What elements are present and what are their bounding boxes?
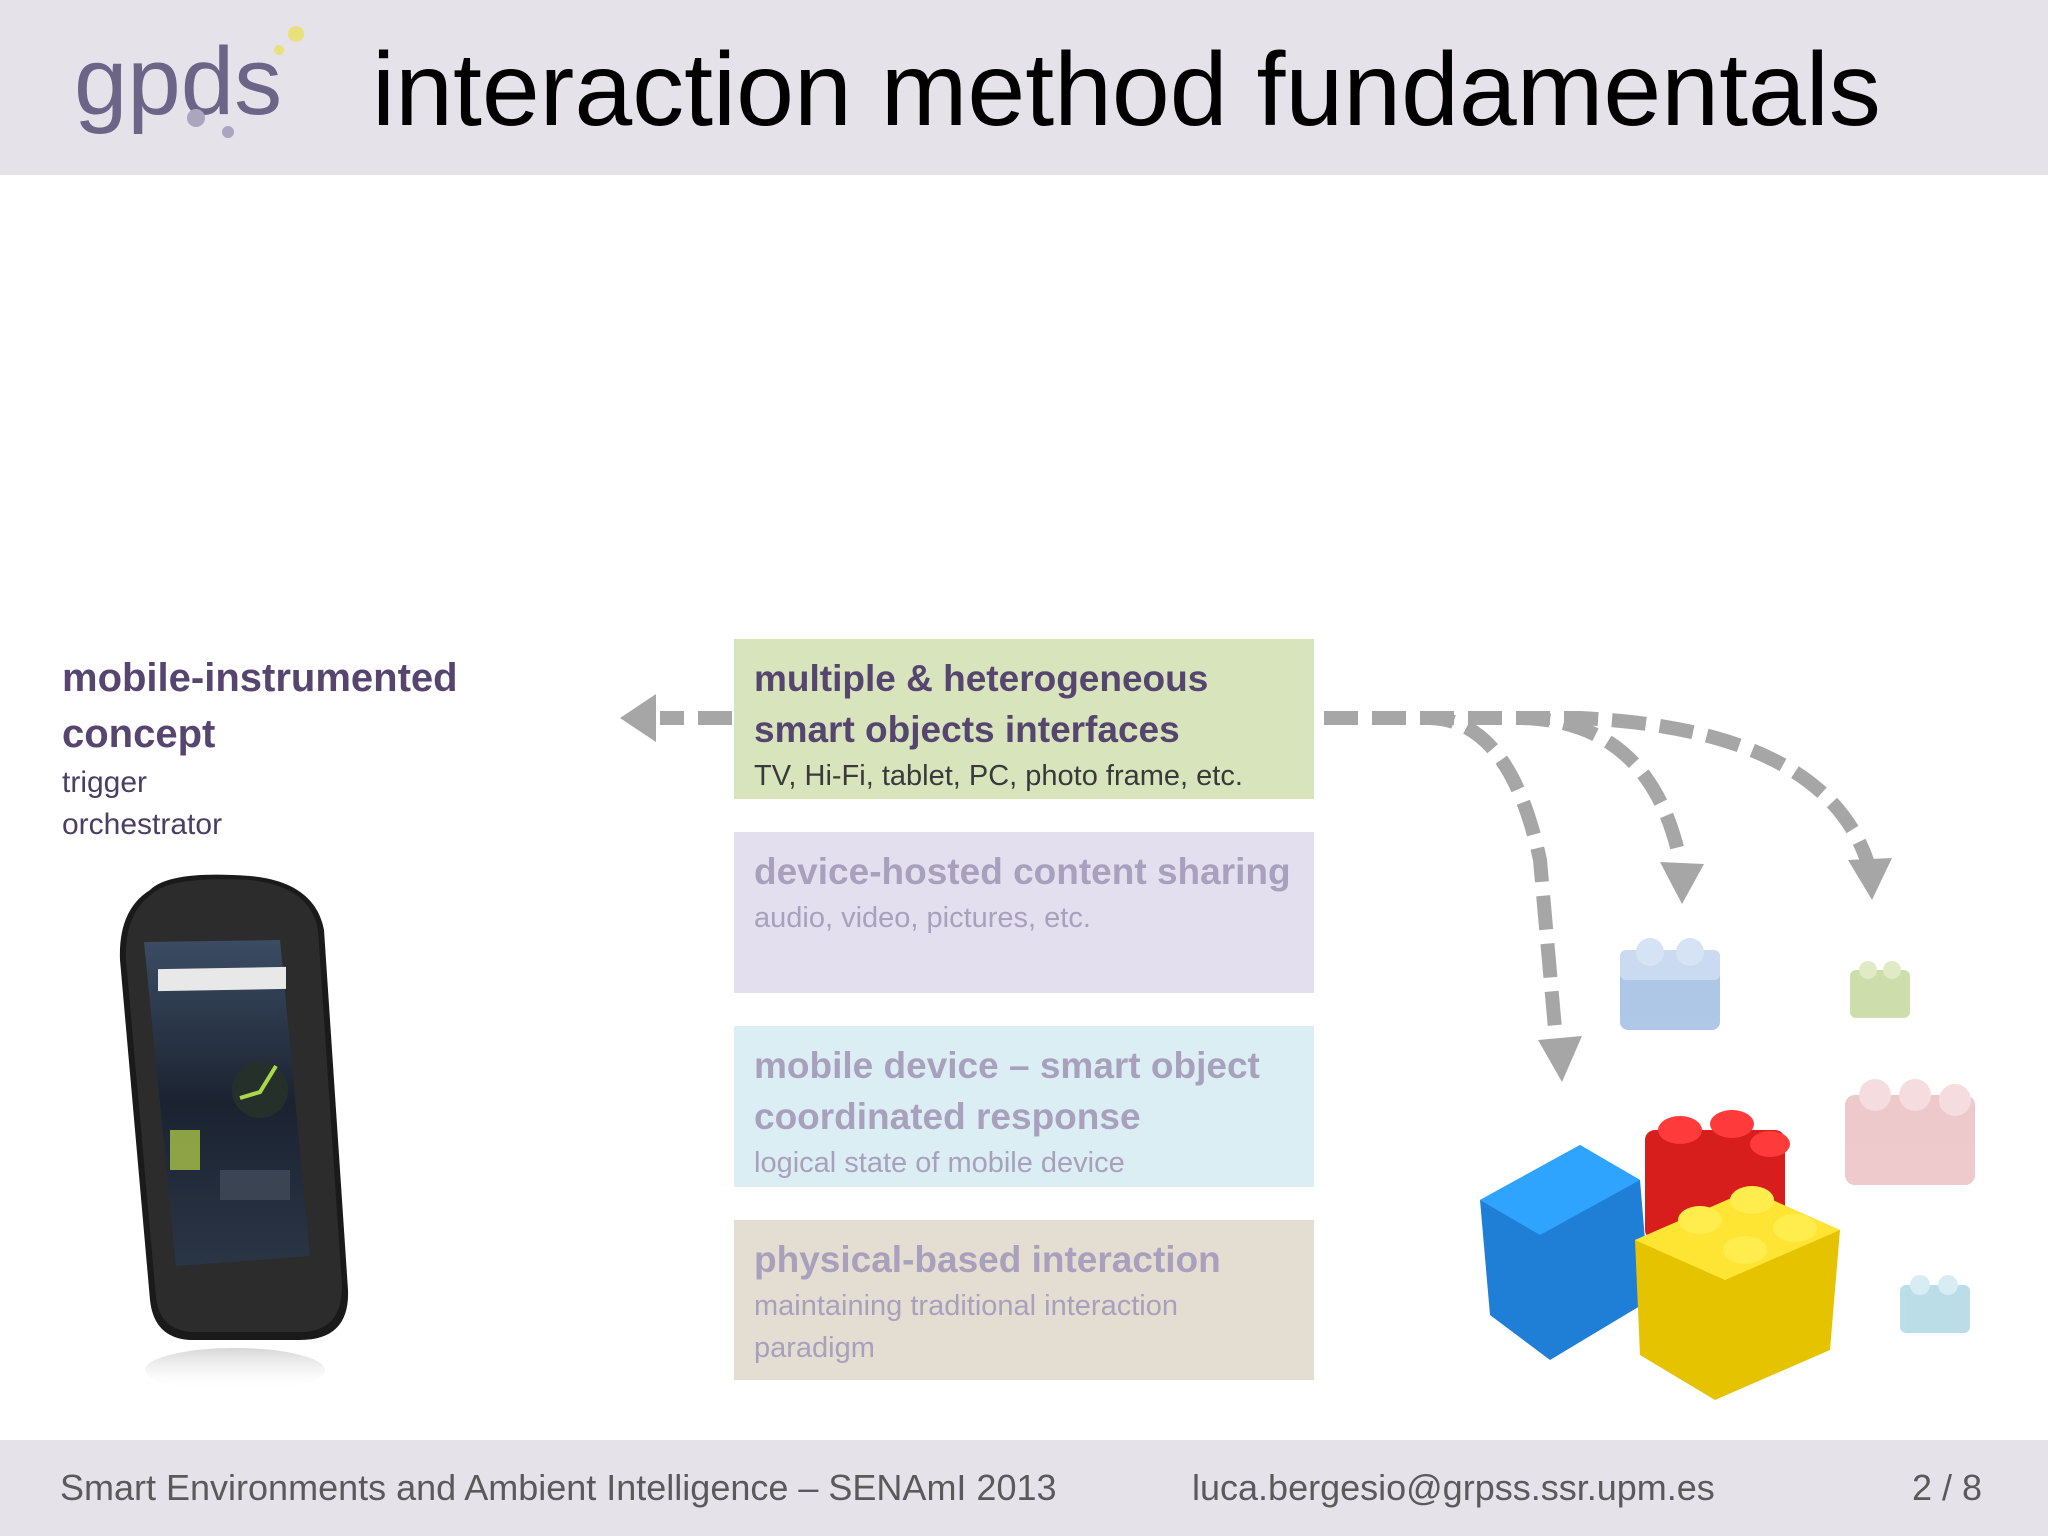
box-subtitle: TV, Hi-Fi, tablet, PC, photo frame, etc. — [754, 760, 1243, 792]
slide-header: gpds interaction method fundamentals — [0, 0, 2048, 175]
box-title: multiple & heterogeneous smart objects i… — [754, 658, 1209, 750]
cyan-block-small — [1900, 1275, 1970, 1333]
page-title: interaction method fundamentals — [372, 32, 1881, 148]
concept-title: mobile-instrumented concept — [62, 656, 458, 756]
smartphone-image — [119, 874, 349, 1392]
arrowhead-down-2 — [1660, 862, 1704, 904]
green-block-small — [1850, 961, 1910, 1018]
page-number: 2 / 8 — [1912, 1467, 1983, 1508]
arrow-right-2 — [1324, 711, 1687, 862]
box-subtitle: maintaining traditional interaction para… — [754, 1290, 1178, 1364]
logo-text: gpds — [74, 28, 282, 135]
footer-email[interactable]: luca.bergesio@grpss.ssr.upm.es — [1192, 1467, 1715, 1508]
arrow-right-3 — [1324, 711, 1877, 872]
yellow-block — [1635, 1186, 1840, 1400]
box-title: mobile device – smart object coordinated… — [754, 1045, 1260, 1137]
box-title: device-hosted content sharing — [754, 851, 1291, 892]
pink-block-small — [1845, 1079, 1975, 1185]
box-subtitle: audio, video, pictures, etc. — [754, 902, 1091, 934]
box-content-sharing: device-hosted content sharing audio, vid… — [734, 832, 1314, 993]
box-title: physical-based interaction — [754, 1239, 1221, 1280]
box-smart-object-interfaces: multiple & heterogeneous smart objects i… — [734, 639, 1314, 799]
concept-line-trigger: trigger — [62, 766, 148, 799]
box-coordinated-response: mobile device – smart object coordinated… — [734, 1026, 1314, 1187]
concept-line-orchestrator: orchestrator — [62, 808, 223, 841]
arrowhead-left — [620, 694, 656, 742]
box-subtitle: logical state of mobile device — [754, 1147, 1125, 1179]
gpds-logo: gpds — [74, 26, 304, 138]
box-physical-interaction: physical-based interaction maintaining t… — [734, 1220, 1314, 1380]
footer-event: Smart Environments and Ambient Intellige… — [60, 1467, 1057, 1508]
building-blocks-image — [1480, 938, 1975, 1400]
blue-block — [1480, 1145, 1650, 1360]
slide-footer: Smart Environments and Ambient Intellige… — [0, 1440, 2048, 1536]
blue-block-small — [1620, 938, 1720, 1030]
arrowhead-down-3 — [1848, 858, 1892, 900]
concept-panel: mobile-instrumented concept trigger orch… — [62, 650, 502, 846]
